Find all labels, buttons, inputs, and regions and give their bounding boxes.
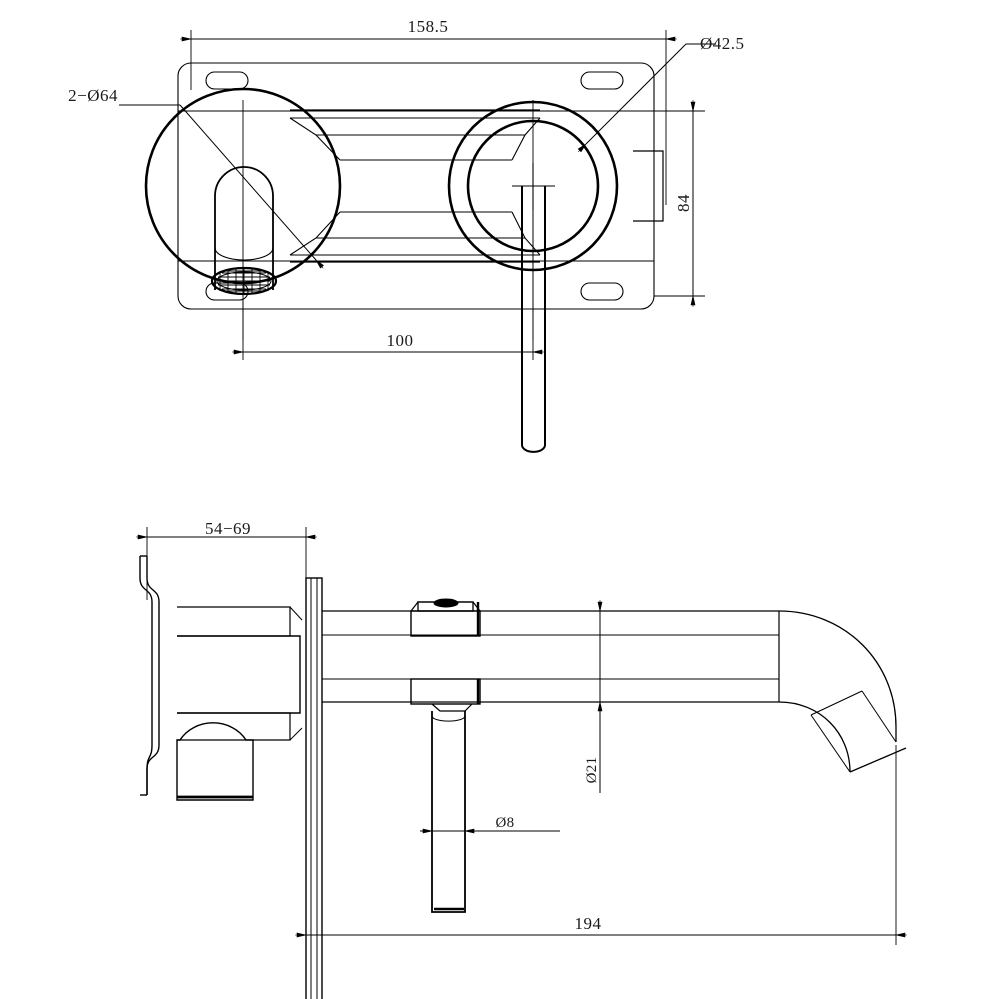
outlet-spout-front (210, 166, 278, 296)
side-section-view (136, 527, 907, 999)
spout-elbow-bend (778, 610, 907, 773)
escutcheon-plate-side (305, 577, 323, 999)
label-spout-reach: 194 (575, 914, 602, 933)
wall-break-line (139, 555, 160, 796)
lever-handle-side (431, 711, 466, 913)
label-knob-diameter: Ø42.5 (700, 34, 745, 53)
handle-lever-front (521, 186, 546, 453)
leader-knob-callout (577, 43, 716, 153)
spout-tube (322, 610, 779, 703)
dimension-centre-spacing (232, 300, 544, 360)
label-spout-diameter: Ø21 (584, 757, 600, 784)
label-centre-spacing: 100 (387, 331, 414, 350)
label-overall-width: 158.5 (408, 17, 449, 36)
spout-base-stub (633, 150, 664, 222)
dimension-plate-height (654, 100, 705, 307)
label-plate-height: 84 (674, 194, 693, 212)
lower-connector-block (410, 678, 481, 712)
label-wall-projection: 54−69 (205, 519, 251, 538)
dimension-wall-projection (136, 527, 317, 612)
label-hole-callout: 2−Ø64 (68, 86, 118, 105)
dimension-labels: 158.5 Ø42.5 2−Ø64 84 100 54−69 Ø21 Ø8 19… (68, 17, 744, 933)
front-elevation-view (119, 30, 716, 453)
valve-body-outline (289, 109, 541, 263)
concealed-valve-body (176, 606, 303, 801)
label-lever-diameter: Ø8 (496, 815, 515, 831)
dimension-spout-reach (295, 745, 907, 945)
upper-connector-block (410, 598, 481, 637)
dimension-overall-width (180, 30, 677, 205)
mounting-plate (177, 62, 655, 310)
leader-hole-callout (119, 104, 324, 269)
